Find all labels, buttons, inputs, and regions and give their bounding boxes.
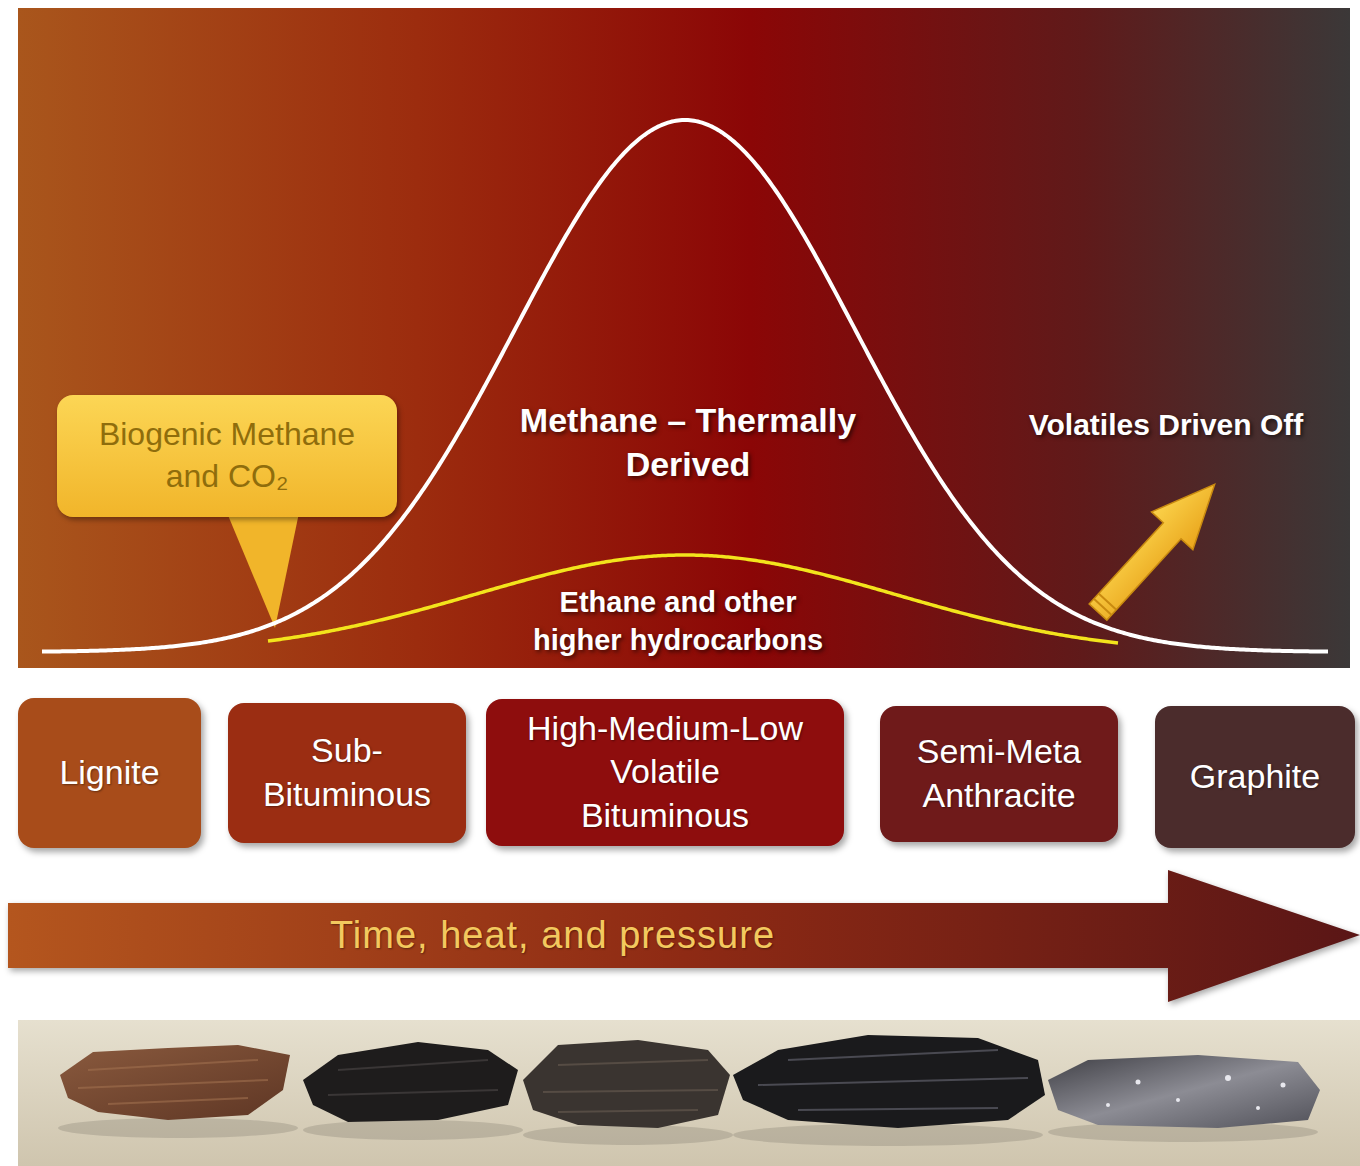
callout-pointer — [225, 508, 300, 628]
rock-texture — [328, 1060, 498, 1095]
rock-texture — [78, 1060, 268, 1104]
rock-shadow — [733, 1124, 1043, 1146]
methane-curve — [42, 120, 1328, 652]
rank-label: Graphite — [1163, 755, 1347, 799]
subbituminous-rock — [303, 1042, 518, 1122]
callout-box: Biogenic Methane and CO₂ — [57, 395, 397, 517]
rank-label: High-Medium-Low Volatile Bituminous — [494, 707, 836, 838]
rank-box: Lignite — [18, 698, 201, 848]
rock-texture — [543, 1060, 718, 1112]
bituminous-rock — [523, 1040, 730, 1128]
curves-illustration — [18, 8, 1350, 668]
rock-shadow — [523, 1125, 733, 1145]
rank-box: Graphite — [1155, 706, 1355, 848]
rank-label: Semi-Meta Anthracite — [888, 730, 1110, 817]
progression-arrow: Time, heat, and pressure — [8, 868, 1360, 1004]
rank-box: Sub- Bituminous — [228, 703, 466, 843]
rank-label: Sub- Bituminous — [236, 729, 458, 816]
graphite-rock — [1048, 1055, 1320, 1128]
curve-label: Methane – Thermally Derived — [488, 398, 888, 486]
callout-text: Biogenic Methane and CO₂ — [82, 414, 372, 497]
rock-shadow — [58, 1118, 298, 1138]
coal-samples-photo — [18, 1020, 1360, 1166]
rank-label: Lignite — [26, 751, 193, 795]
rank-box: High-Medium-Low Volatile Bituminous — [486, 699, 844, 846]
volatiles-arrow — [1077, 465, 1235, 631]
arrow-label: Time, heat, and pressure — [330, 912, 775, 958]
coal-rank-panel: Biogenic Methane and CO₂ Methane – Therma… — [18, 8, 1350, 668]
curve-label: Ethane and other higher hydrocarbons — [523, 584, 833, 659]
curve-label: Volatiles Driven Off — [1006, 405, 1326, 444]
rock-shadow — [303, 1120, 523, 1140]
lignite-rock — [60, 1045, 290, 1120]
rank-box: Semi-Meta Anthracite — [880, 706, 1118, 842]
anthracite-rock — [733, 1035, 1045, 1128]
graphite-sparkles — [1106, 1075, 1286, 1110]
rock-texture — [758, 1050, 1028, 1110]
photo-ground — [18, 1020, 1360, 1166]
